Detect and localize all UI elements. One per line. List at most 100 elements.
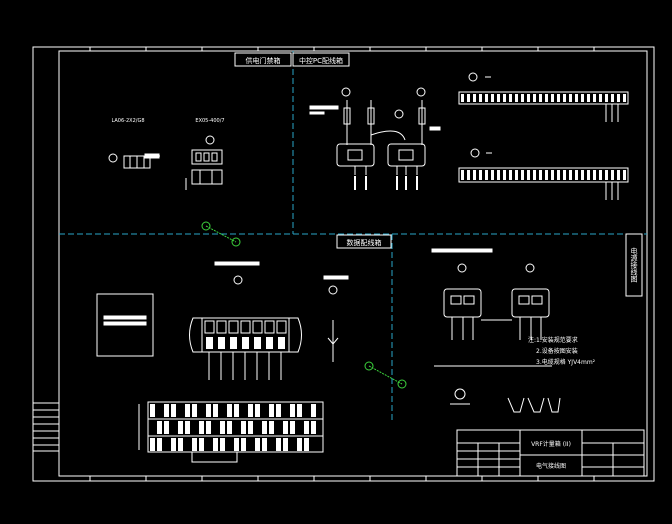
- strip-terminal: [593, 94, 596, 102]
- strip-terminal: [539, 94, 542, 102]
- title-block: [456, 429, 645, 477]
- strip-terminal: [503, 94, 506, 102]
- table-cell: [290, 421, 295, 434]
- table-cell: [213, 404, 218, 417]
- table-cell: [227, 404, 232, 417]
- table-cell: [185, 404, 190, 417]
- terminal-label: [365, 176, 367, 190]
- table-cell: [269, 421, 274, 434]
- terminal-table: [138, 401, 324, 463]
- table-cell: [150, 438, 155, 451]
- strip-terminal: [611, 94, 614, 102]
- table-cell: [199, 438, 204, 451]
- table-cell: [297, 438, 302, 451]
- breaker-cell: [276, 320, 287, 334]
- label-right-vertical: 电源接线图: [630, 247, 638, 284]
- table-cell: [199, 421, 204, 434]
- strip-terminal: [605, 94, 608, 102]
- strip-terminal: [497, 170, 500, 180]
- top-right-terminal-strips: [458, 72, 629, 183]
- vertical-fuse: [323, 275, 349, 362]
- strip-terminal: [575, 170, 578, 180]
- table-cell: [304, 438, 309, 451]
- right-power-wiring: [431, 248, 561, 413]
- strip-terminal: [521, 94, 524, 102]
- strip-terminal: [527, 170, 530, 180]
- strip-terminal: [533, 94, 536, 102]
- strip-terminal: [533, 170, 536, 180]
- breaker-cell: [242, 337, 249, 349]
- table-cell: [178, 438, 183, 451]
- frame-ticks: [89, 47, 595, 481]
- strip-terminal: [551, 170, 554, 180]
- strip-terminal: [611, 170, 614, 180]
- terminal-strip-cells: [461, 94, 626, 200]
- strip-terminal: [569, 170, 572, 180]
- strip-terminal: [485, 170, 488, 180]
- strip-terminal: [587, 170, 590, 180]
- table-cell: [220, 438, 225, 451]
- table-cell: [255, 404, 260, 417]
- table-cell: [248, 404, 253, 417]
- strip-terminal: [527, 94, 530, 102]
- terminal-label: [405, 176, 407, 190]
- strip-terminal: [479, 94, 482, 102]
- breaker-cell: [278, 337, 285, 349]
- strip-terminal: [461, 170, 464, 180]
- strip-terminal: [479, 170, 482, 180]
- strip-terminal: [545, 94, 548, 102]
- table-cell: [241, 438, 246, 451]
- strip-terminal: [557, 94, 560, 102]
- strip-terminal: [509, 170, 512, 180]
- notes-line-3: 3.电缆规格 YJV4mm²: [536, 358, 596, 366]
- table-cell: [157, 438, 162, 451]
- strip-terminal: [473, 170, 476, 180]
- table-cell: [311, 421, 316, 434]
- strip-terminal: [515, 170, 518, 180]
- strip-terminal: [599, 94, 602, 102]
- strip-terminal: [557, 170, 560, 180]
- label-center-box: 数据配线箱: [347, 238, 382, 247]
- table-cell: [262, 421, 267, 434]
- breaker-cell: [218, 337, 225, 349]
- strip-terminal: [623, 170, 626, 180]
- breaker-cell: [254, 337, 261, 349]
- titleblock-main: VRF计量箱 (II): [531, 440, 571, 448]
- strip-terminal: [587, 94, 590, 102]
- strip-terminal: [521, 170, 524, 180]
- strip-terminal: [599, 170, 602, 180]
- label-equipment-2: EX05-400/7: [195, 118, 224, 124]
- section-title-boxes: [234, 52, 643, 297]
- notes-title: 注:1.安装规范要求: [528, 336, 578, 344]
- breaker-cell: [252, 320, 263, 334]
- strip-terminal: [497, 94, 500, 102]
- table-cell: [241, 421, 246, 434]
- strip-terminal: [563, 170, 566, 180]
- table-cell: [220, 421, 225, 434]
- table-cell: [213, 438, 218, 451]
- breaker-cell: [228, 320, 239, 334]
- terminal-table-cells: [150, 404, 316, 451]
- top-mid-terminal-labels: [354, 176, 418, 190]
- table-cell: [255, 438, 260, 451]
- strip-terminal: [623, 94, 626, 102]
- strip-terminal: [539, 170, 542, 180]
- strip-terminal: [581, 170, 584, 180]
- table-cell: [283, 421, 288, 434]
- table-cell: [297, 404, 302, 417]
- strip-terminal: [551, 94, 554, 102]
- table-cell: [171, 438, 176, 451]
- strip-terminal: [485, 94, 488, 102]
- terminal-label: [416, 176, 418, 190]
- table-cell: [234, 404, 239, 417]
- table-cell: [262, 438, 267, 451]
- strip-terminal: [503, 170, 506, 180]
- strip-terminal: [467, 170, 470, 180]
- label-equipment-1: LA06-2X2/G8: [111, 118, 144, 124]
- table-cell: [227, 421, 232, 434]
- strip-terminal: [581, 94, 584, 102]
- bottom-left-panel: [96, 293, 154, 357]
- strip-terminal: [575, 94, 578, 102]
- breaker-cell: [264, 320, 275, 334]
